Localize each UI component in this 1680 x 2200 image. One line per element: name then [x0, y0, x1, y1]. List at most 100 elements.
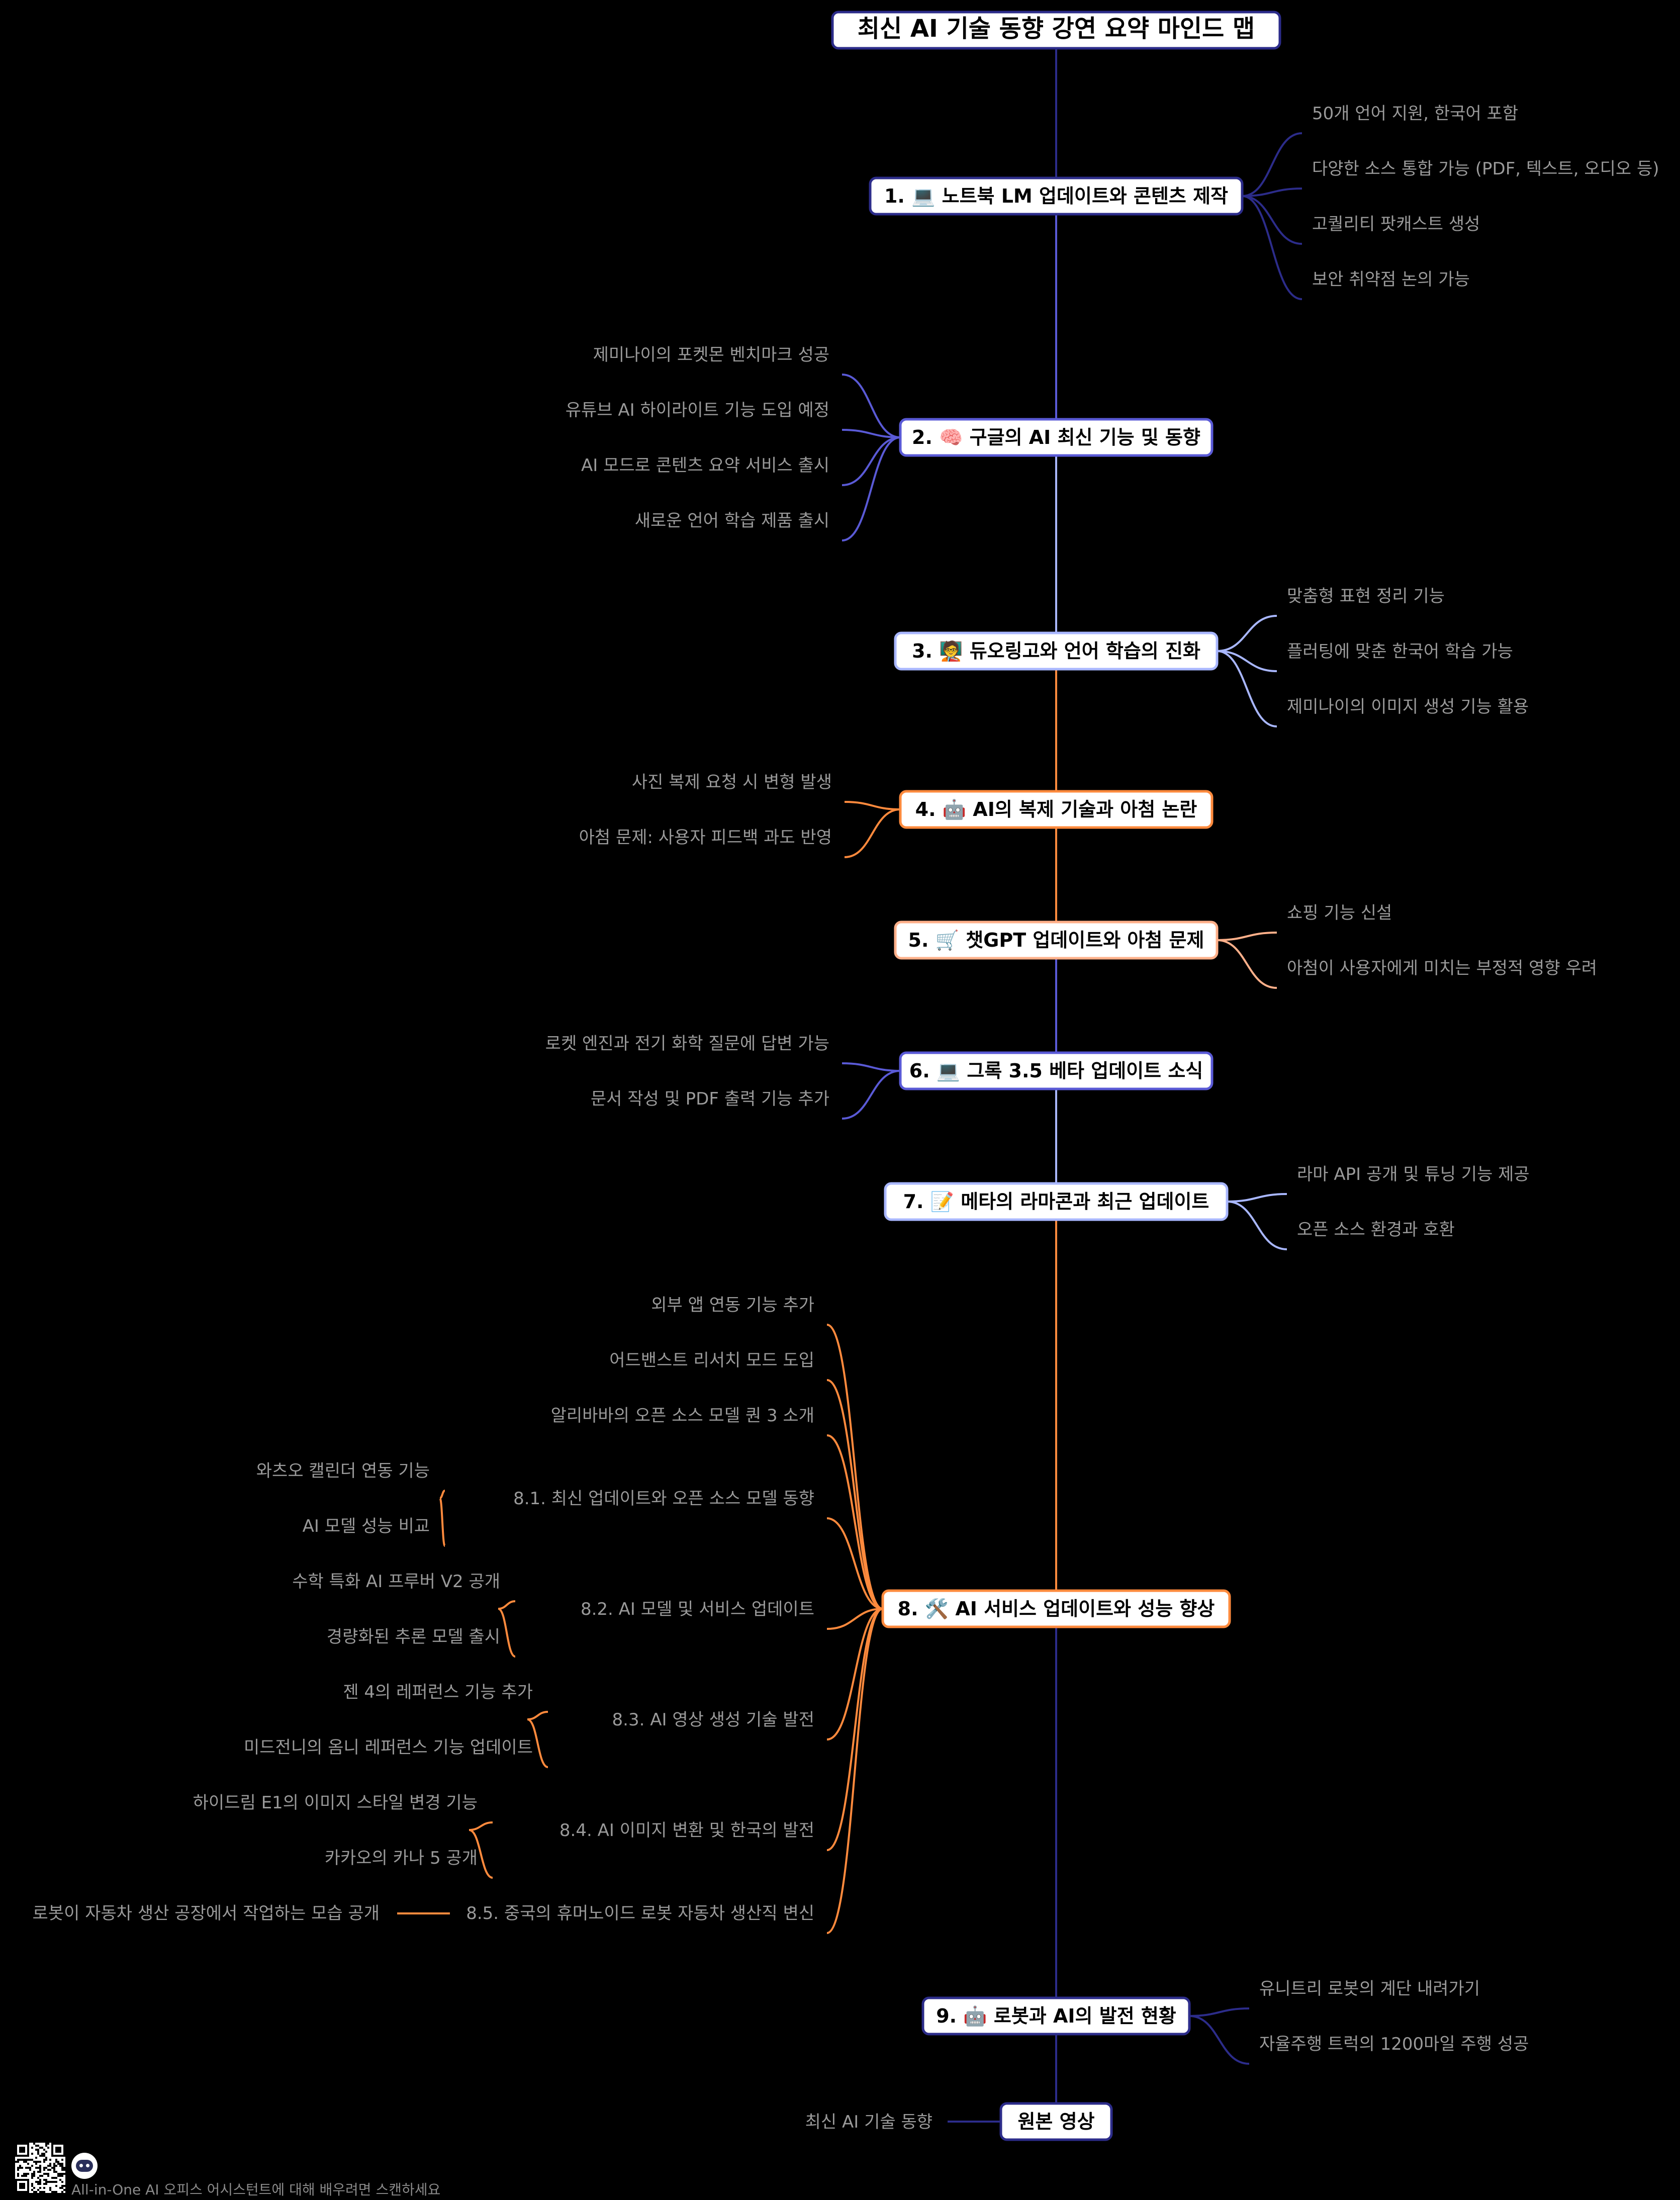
- leaf-node: 고퀄리티 팟캐스트 생성: [1312, 214, 1480, 234]
- leaf-node: 새로운 언어 학습 제품 출시: [635, 511, 829, 531]
- connector: [498, 1608, 516, 1658]
- leaf-node: 맞춤형 표현 정리 기능: [1287, 586, 1445, 606]
- leaf-node: 수학 특화 AI 프루버 V2 공개: [292, 1572, 500, 1592]
- topic-node[interactable]: 원본 영상: [999, 2102, 1113, 2141]
- topic-node-label: 2. 🧠 구글의 AI 최신 기능 및 동향: [912, 426, 1200, 448]
- topic-node-label: 8. 🛠️ AI 서비스 업데이트와 성능 향상: [898, 1597, 1215, 1620]
- leaf-node: 미드전니의 옴니 레퍼런스 기능 업데이트: [244, 1737, 533, 1758]
- topic-node-label: 7. 📝 메타의 라마콘과 최근 업데이트: [903, 1190, 1209, 1213]
- topic-node[interactable]: 5. 🛒 챗GPT 업데이트와 아첨 문제: [894, 921, 1219, 960]
- leaf-node: 아첨이 사용자에게 미치는 부정적 영향 우려: [1287, 958, 1597, 978]
- leaf-node: 제미나이의 이미지 생성 기능 활용: [1287, 697, 1529, 717]
- connector: [1217, 650, 1277, 672]
- leaf-node: 와츠오 캘린더 연동 기능: [256, 1461, 430, 1481]
- topic-node[interactable]: 4. 🤖 AI의 복제 기술과 아첨 논란: [899, 790, 1214, 829]
- leaf-node: 오픈 소스 환경과 호환: [1297, 1220, 1455, 1240]
- leaf-node: 알리바바의 오픈 소스 모델 퀀 3 소개: [551, 1406, 814, 1426]
- topic-node-label: 6. 💻 그록 3.5 베타 업데이트 소식: [909, 1060, 1203, 1082]
- leaf-node: 어드밴스트 리서치 모드 도입: [609, 1350, 814, 1370]
- connector: [527, 1711, 548, 1720]
- connector: [1227, 1193, 1287, 1203]
- subtopic-node: 8.4. AI 이미지 변환 및 한국의 발전: [559, 1820, 814, 1841]
- leaf-node: 라마 API 공개 및 튜닝 기능 제공: [1297, 1164, 1530, 1184]
- leaf-node: 젠 4의 레퍼런스 기능 추가: [343, 1682, 533, 1702]
- qr-code-icon[interactable]: [15, 2143, 65, 2193]
- topic-node-label: 3. 🧑‍🏫 듀오링고와 언어 학습의 진화: [912, 639, 1200, 662]
- connector: [826, 1324, 883, 1610]
- leaf-node: 로봇이 자동차 생산 공장에서 작업하는 모습 공개: [33, 1903, 380, 1923]
- leaf-node: 50개 언어 지원, 한국어 포함: [1312, 104, 1518, 124]
- subtopic-node: 8.1. 최신 업데이트와 오픈 소스 모델 동향: [513, 1489, 814, 1509]
- topic-node-label: 원본 영상: [1017, 2111, 1094, 2133]
- connector: [842, 1070, 901, 1120]
- leaf-node: 유튜브 AI 하이라이트 기능 도입 예정: [566, 400, 829, 420]
- connector: [826, 1434, 883, 1610]
- connector: [439, 1497, 446, 1547]
- connector: [1242, 132, 1302, 197]
- connector: [469, 1821, 493, 1831]
- topic-node-label: 9. 🤖 로봇과 AI의 발전 현황: [936, 2005, 1176, 2027]
- subtopic-node: 8.2. AI 모델 및 서비스 업데이트: [581, 1599, 814, 1619]
- connector: [1242, 195, 1302, 300]
- mind-map-nodes: 최신 AI 기술 동향 강연 요약 마인드 맵 50개 언어 지원, 한국어 포함…: [33, 11, 1659, 2141]
- leaf-node: 쇼핑 기능 신설: [1287, 903, 1392, 923]
- connector: [1217, 932, 1277, 941]
- connector: [1242, 188, 1302, 197]
- topic-node[interactable]: 3. 🧑‍🏫 듀오링고와 언어 학습의 진화: [894, 631, 1219, 671]
- connector: [844, 801, 901, 810]
- subtopic-node: 8.5. 중국의 휴머노이드 로봇 자동차 생산직 변신: [466, 1903, 814, 1923]
- connector: [842, 374, 901, 438]
- footer: All-in-One AI 오피스 어시스턴트에 대해 배우려면 스캔하세요: [15, 2143, 618, 2198]
- connector: [439, 1490, 445, 1499]
- connector: [1217, 615, 1277, 652]
- leaf-node: 자율주행 트럭의 1200마일 주행 성공: [1259, 2034, 1529, 2054]
- connector: [826, 1379, 883, 1610]
- connector: [527, 1718, 548, 1768]
- connector: [844, 808, 901, 858]
- leaf-node: 로켓 엔진과 전기 화학 질문에 답변 가능: [545, 1034, 829, 1054]
- connector: [1217, 650, 1277, 727]
- connector: [826, 1608, 883, 1934]
- topic-node[interactable]: 9. 🤖 로봇과 AI의 발전 현황: [921, 1996, 1191, 2036]
- connector: [826, 1608, 883, 1851]
- assistant-bot-icon: [71, 2153, 98, 2179]
- connector: [826, 1608, 883, 1740]
- topic-node[interactable]: 2. 🧠 구글의 AI 최신 기능 및 동향: [899, 418, 1214, 457]
- leaf-node: AI 모드로 콘텐츠 요약 서비스 출시: [581, 455, 829, 476]
- topic-node-label: 5. 🛒 챗GPT 업데이트와 아첨 문제: [908, 929, 1204, 951]
- connector: [842, 436, 901, 541]
- connector: [498, 1600, 516, 1610]
- topic-node[interactable]: 6. 💻 그록 3.5 베타 업데이트 소식: [899, 1051, 1214, 1090]
- topic-node[interactable]: 7. 📝 메타의 라마콘과 최근 업데이트: [884, 1182, 1229, 1221]
- root-title-label: 최신 AI 기술 동향 강연 요약 마인드 맵: [858, 15, 1255, 43]
- connector: [842, 429, 901, 438]
- leaf-node: 경량화된 추론 모델 출시: [327, 1627, 500, 1647]
- leaf-node: 보안 취약점 논의 가능: [1312, 269, 1470, 290]
- connector: [1227, 1201, 1287, 1250]
- mind-map-connectors: [397, 30, 1302, 2123]
- leaf-node: 다양한 소스 통합 가능 (PDF, 텍스트, 오디오 등): [1312, 159, 1659, 179]
- leaf-node: 제미나이의 포켓몬 벤치마크 성공: [593, 345, 829, 365]
- leaf-node: 외부 앱 연동 기능 추가: [651, 1295, 814, 1315]
- connector: [469, 1829, 493, 1879]
- leaf-node: 하이드림 E1의 이미지 스타일 변경 기능: [193, 1793, 478, 1813]
- footer-text: All-in-One AI 오피스 어시스턴트에 대해 배우려면 스캔하세요: [71, 2181, 441, 2198]
- topic-node[interactable]: 8. 🛠️ AI 서비스 업데이트와 성능 향상: [881, 1589, 1231, 1628]
- leaf-node: 유니트리 로봇의 계단 내려가기: [1259, 1979, 1480, 1999]
- root-title[interactable]: 최신 AI 기술 동향 강연 요약 마인드 맵: [831, 11, 1281, 50]
- connector: [826, 1608, 883, 1630]
- subtopic-node: 8.3. AI 영상 생성 기술 발전: [612, 1710, 814, 1730]
- connector: [1189, 2015, 1250, 2065]
- topic-node[interactable]: 1. 💻 노트북 LM 업데이트와 콘텐츠 제작: [869, 176, 1244, 216]
- connector: [1242, 195, 1302, 245]
- connector: [1217, 939, 1277, 989]
- leaf-node: AI 모델 성능 비교: [303, 1516, 430, 1536]
- connector: [842, 1062, 901, 1072]
- leaf-node: 플러팅에 맞춘 한국어 학습 가능: [1287, 641, 1513, 662]
- leaf-node: 사진 복제 요청 시 변형 발생: [632, 772, 832, 792]
- leaf-node: 아첨 문제: 사용자 피드백 과도 반영: [579, 828, 832, 848]
- topic-node-label: 4. 🤖 AI의 복제 기술과 아첨 논란: [915, 798, 1197, 820]
- connector: [842, 436, 901, 486]
- connector: [826, 1517, 883, 1610]
